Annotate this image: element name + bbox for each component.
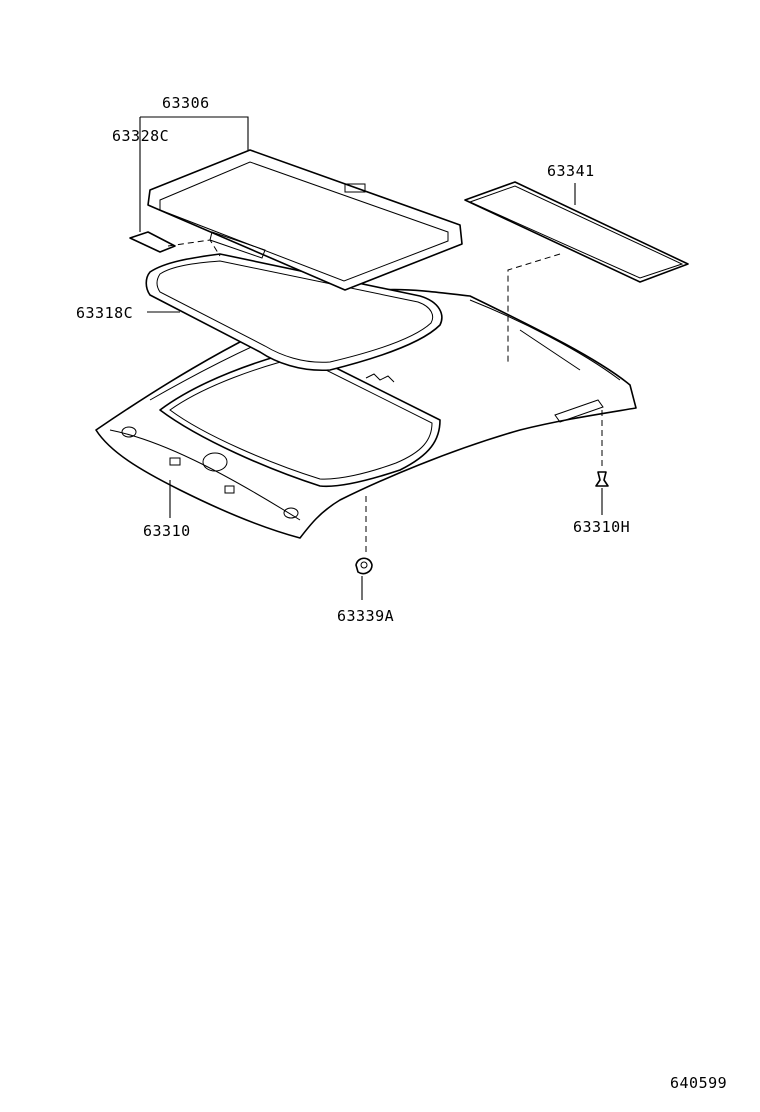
label-63310: 63310 [143,522,191,540]
label-63306: 63306 [162,94,210,112]
drawing-number: 640599 [670,1074,727,1092]
label-63328c: 63328C [112,127,169,145]
clip-a [355,557,373,575]
sunshade-holder [129,231,176,253]
sunshade-panel [147,149,463,291]
dashed-guides [167,239,603,556]
weatherstrip-frame [145,253,443,372]
silencer-pad [464,181,689,283]
leader-lines [139,116,603,600]
headlining-clip-h [595,471,609,487]
label-63310h: 63310H [573,518,630,536]
label-63339a: 63339A [337,607,394,625]
label-63318c: 63318C [76,304,133,322]
roof-headlining [95,288,637,539]
label-63341: 63341 [547,162,595,180]
